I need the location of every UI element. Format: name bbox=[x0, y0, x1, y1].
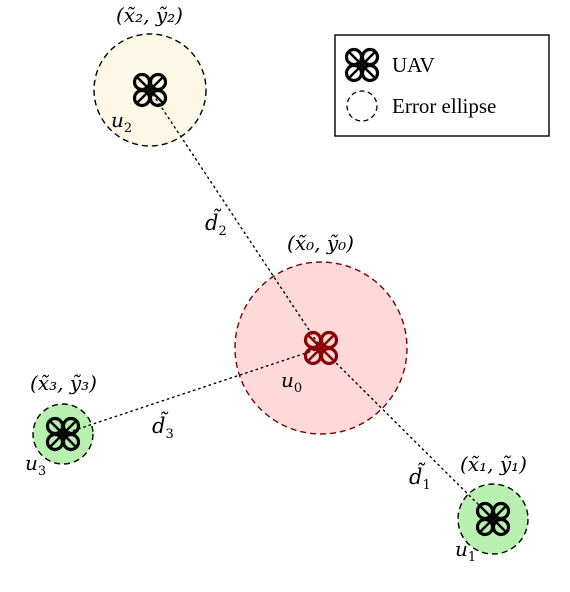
legend-ellipse-icon bbox=[346, 90, 378, 122]
coord-label-u3: (x̃₃, ỹ₃) bbox=[30, 371, 97, 395]
coord-label-u2: (x̃₂, ỹ₂) bbox=[116, 3, 183, 27]
distance-label-d2: d̃2 bbox=[205, 208, 227, 239]
distance-line-d1 bbox=[320, 347, 494, 520]
uav-icon-u3 bbox=[45, 416, 81, 452]
coord-label-u0: (x̃₀, ỹ₀) bbox=[287, 231, 354, 255]
uav-icon-u1 bbox=[475, 501, 511, 537]
distance-label-d3: d̃3 bbox=[152, 411, 174, 442]
legend-uav-label: UAV bbox=[392, 53, 435, 77]
distance-label-d1: d̃1 bbox=[409, 462, 431, 493]
coord-label-u1: (x̃₁, ỹ₁) bbox=[460, 452, 527, 476]
node-label-u2: u2 bbox=[111, 108, 132, 136]
legend-box bbox=[334, 34, 550, 137]
uav-icon-u2 bbox=[132, 72, 168, 108]
legend: UAV Error ellipse bbox=[334, 34, 550, 137]
node-label-u0: u0 bbox=[281, 368, 302, 396]
node-label-u3: u3 bbox=[25, 451, 46, 479]
distance-line-d2 bbox=[149, 89, 322, 349]
distance-line-d3 bbox=[62, 347, 322, 435]
legend-ellipse-label: Error ellipse bbox=[392, 94, 496, 118]
node-label-u1: u1 bbox=[455, 537, 476, 565]
uav-icon-u0 bbox=[303, 330, 339, 366]
legend-uav-icon bbox=[344, 47, 380, 83]
